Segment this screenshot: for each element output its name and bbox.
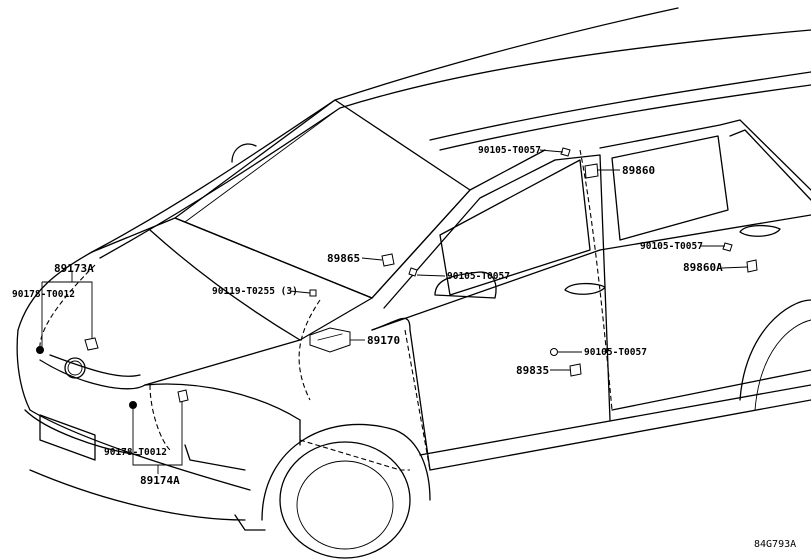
parts-shapes	[36, 147, 758, 409]
label-90105-d: 90105-T0057	[584, 347, 647, 358]
label-90105-c: 90105-T0057	[640, 241, 703, 252]
sensor-89860A	[746, 259, 758, 273]
label-89860A: 89860A	[683, 261, 723, 274]
label-90105-b: 90105-T0057	[478, 145, 541, 156]
label-90178-left: 90178-T0012	[12, 289, 75, 300]
sensor-89174A	[177, 389, 189, 403]
sensor-89835	[569, 363, 582, 377]
bolt-90105-c	[722, 242, 733, 252]
label-89170: 89170	[367, 334, 400, 347]
label-90119: 90119-T0255 (3)	[212, 286, 298, 297]
vehicle-outline	[16, 7, 811, 559]
bolt-90105-d	[550, 348, 558, 356]
sensor-89173A	[84, 337, 99, 351]
label-89173A: 89173A	[54, 262, 94, 275]
label-89865: 89865	[327, 252, 360, 265]
sensor-89860	[584, 163, 599, 179]
bolt-90178-bottom	[129, 401, 137, 409]
label-89835: 89835	[516, 364, 549, 377]
sensor-89865	[381, 253, 395, 267]
bolt-90119	[309, 289, 317, 297]
label-89174A: 89174A	[140, 474, 180, 487]
part-labels: 89173A 90178-T0012 90119-T0255 (3) 89865…	[12, 145, 796, 550]
label-90178-bottom: 90178-T0012	[104, 447, 167, 458]
diagram-code: 84G793A	[754, 539, 796, 550]
label-89860: 89860	[622, 164, 655, 177]
sensor-routing	[39, 149, 613, 471]
airbag-sensor-89170	[309, 327, 351, 353]
bolt-90105-a	[408, 267, 418, 277]
leader-lines	[41, 149, 748, 474]
label-90105-a: 90105-T0057	[447, 271, 510, 282]
